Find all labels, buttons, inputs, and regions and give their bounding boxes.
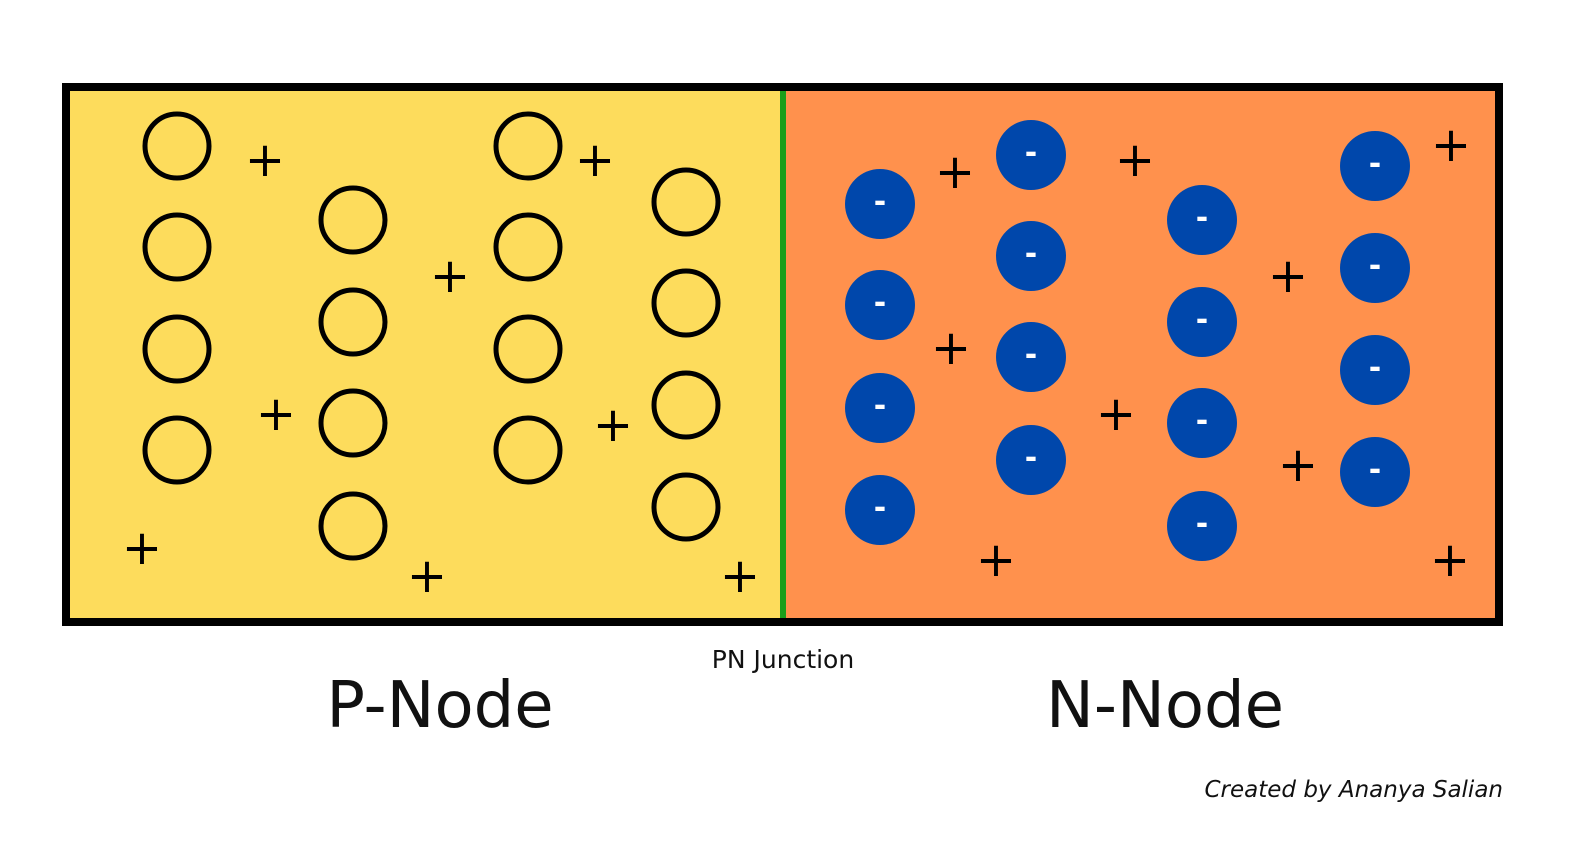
hole-circle <box>651 268 721 338</box>
minus-sign: - <box>874 389 886 424</box>
plus-sign: + <box>931 320 971 376</box>
electron: - <box>845 475 915 545</box>
minus-sign: - <box>1025 237 1037 272</box>
minus-sign: - <box>1369 147 1381 182</box>
plus-sign: + <box>575 132 615 188</box>
electrons-group: - - - - - - - - - - - - - - - - <box>845 120 1410 561</box>
minus-sign: - <box>1196 507 1208 542</box>
electron-circle <box>845 373 915 443</box>
hole-circle <box>318 388 388 458</box>
hole-circle <box>651 167 721 237</box>
electron-circle <box>1167 491 1237 561</box>
electron: - <box>845 169 915 239</box>
p-region <box>66 87 783 622</box>
electron-circle <box>1340 437 1410 507</box>
hole-circle <box>142 415 212 485</box>
hole-circle <box>651 472 721 542</box>
electron-circle <box>996 322 1066 392</box>
hole-circle <box>493 314 563 384</box>
minus-sign: - <box>1025 136 1037 171</box>
electron-circle <box>996 120 1066 190</box>
plus-sign: + <box>245 132 285 188</box>
positive-charges-group: + + + + + + + + + + + + + + + + + <box>122 117 1471 604</box>
junction-label: PN Junction <box>712 645 854 674</box>
electron: - <box>1167 388 1237 458</box>
electron-circle <box>1340 335 1410 405</box>
electron-circle <box>1167 185 1237 255</box>
electron: - <box>1167 287 1237 357</box>
hole-circle <box>493 111 563 181</box>
hole-circle <box>142 111 212 181</box>
electron: - <box>845 373 915 443</box>
plus-sign: + <box>407 548 447 604</box>
hole-circle <box>318 185 388 255</box>
electron-circle <box>845 169 915 239</box>
plus-sign: + <box>122 520 162 576</box>
electron: - <box>1340 335 1410 405</box>
minus-sign: - <box>874 491 886 526</box>
electron: - <box>996 221 1066 291</box>
hole-circle <box>318 287 388 357</box>
electron: - <box>1167 185 1237 255</box>
hole-circle <box>493 415 563 485</box>
credit-label: Created by Ananya Salian <box>1204 777 1503 803</box>
electron-circle <box>845 475 915 545</box>
plus-sign: + <box>430 248 470 304</box>
minus-sign: - <box>1369 453 1381 488</box>
electron-circle <box>996 221 1066 291</box>
minus-sign: - <box>1196 303 1208 338</box>
electron-circle <box>1167 388 1237 458</box>
minus-sign: - <box>1369 351 1381 386</box>
electron: - <box>996 425 1066 495</box>
minus-sign: - <box>1369 249 1381 284</box>
hole-circle <box>142 314 212 384</box>
minus-sign: - <box>1196 201 1208 236</box>
plus-sign: + <box>256 386 296 442</box>
electron-circle <box>1167 287 1237 357</box>
plus-sign: + <box>1278 437 1318 493</box>
electron-circle <box>1340 131 1410 201</box>
electron-circle <box>1340 233 1410 303</box>
minus-sign: - <box>1025 441 1037 476</box>
electron: - <box>1340 131 1410 201</box>
n-region-label: N-Node <box>1046 669 1284 743</box>
minus-sign: - <box>1196 404 1208 439</box>
plus-sign: + <box>1430 532 1470 588</box>
minus-sign: - <box>1025 338 1037 373</box>
plus-sign: + <box>593 397 633 453</box>
hole-circle <box>142 212 212 282</box>
minus-sign: - <box>874 286 886 321</box>
p-region-label: P-Node <box>326 669 553 743</box>
plus-sign: + <box>1268 248 1308 304</box>
plus-sign: + <box>1096 386 1136 442</box>
minus-sign: - <box>874 185 886 220</box>
electron: - <box>1167 491 1237 561</box>
hole-circle <box>493 212 563 282</box>
hole-circle <box>318 491 388 561</box>
hole-circle <box>651 370 721 440</box>
plus-sign: + <box>976 532 1016 588</box>
plus-sign: + <box>1115 132 1155 188</box>
electron-circle <box>996 425 1066 495</box>
plus-sign: + <box>720 548 760 604</box>
outer-border <box>62 83 1503 626</box>
plus-sign: + <box>1431 117 1471 173</box>
electron: - <box>845 270 915 340</box>
electron-circle <box>845 270 915 340</box>
electron: - <box>1340 437 1410 507</box>
holes-group <box>142 111 721 561</box>
electron: - <box>996 322 1066 392</box>
electron: - <box>1340 233 1410 303</box>
plus-sign: + <box>935 144 975 200</box>
electron: - <box>996 120 1066 190</box>
